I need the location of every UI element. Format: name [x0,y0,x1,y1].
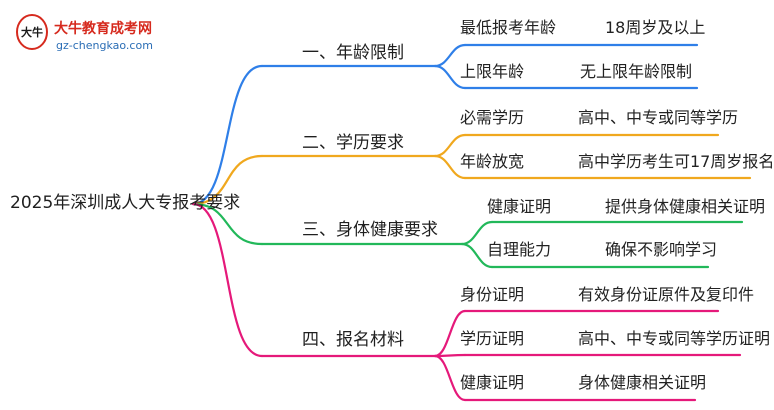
leaf-value: 无上限年龄限制 [580,62,693,81]
leaf-value: 有效身份证原件及复印件 [578,285,755,304]
leaf-name: 必需学历 [460,108,525,127]
leaf-connector [433,64,467,90]
logo-url: gz-chengkao.com [56,39,153,52]
site-logo: 大牛 大牛教育成考网 gz-chengkao.com [14,10,194,54]
leaf-name: 身份证明 [460,285,525,304]
mindmap-connectors [191,43,752,402]
branch-connector [191,64,264,206]
branch-connector [191,202,264,246]
leaf-value: 高中、中专或同等学历证明 [578,329,771,348]
logo-emblem-icon: 大牛 [16,14,48,50]
leaf-value: 身体健康相关证明 [578,373,707,392]
leaf-name: 健康证明 [460,373,525,392]
leaf-connector [433,353,467,358]
leaf-connector [433,154,467,180]
leaf-name: 最低报考年龄 [460,18,557,37]
leaf-name: 健康证明 [487,197,552,216]
leaf-connector [433,354,467,402]
leaf-value: 确保不影响学习 [605,240,718,259]
logo-mark-text: 大牛 [21,25,43,39]
branch-connector [191,202,264,358]
leaf-value: 18周岁及以上 [605,18,706,37]
branch-connector [191,154,264,206]
branch-label: 一、年龄限制 [302,43,404,63]
leaf-name: 自理能力 [487,240,552,259]
branch-label: 四、报名材料 [302,330,404,350]
leaf-name: 上限年龄 [460,62,525,81]
leaf-connector [433,309,467,358]
branch-label: 三、身体健康要求 [302,220,438,240]
leaf-name: 学历证明 [460,329,525,348]
leaf-name: 年龄放宽 [460,152,525,171]
logo-title: 大牛教育成考网 [54,21,152,37]
leaf-value: 高中学历考生可17周岁报名 [578,152,774,171]
branch-label: 二、学历要求 [302,133,404,153]
leaf-connector [460,242,494,269]
root-topic: 2025年深圳成人大专报考要求 [10,193,241,213]
leaf-value: 提供身体健康相关证明 [605,197,766,216]
leaf-value: 高中、中专或同等学历 [578,108,739,127]
mindmap: 大牛 大牛教育成考网 gz-chengkao.com 2025年深圳成人大专报考… [10,10,774,402]
